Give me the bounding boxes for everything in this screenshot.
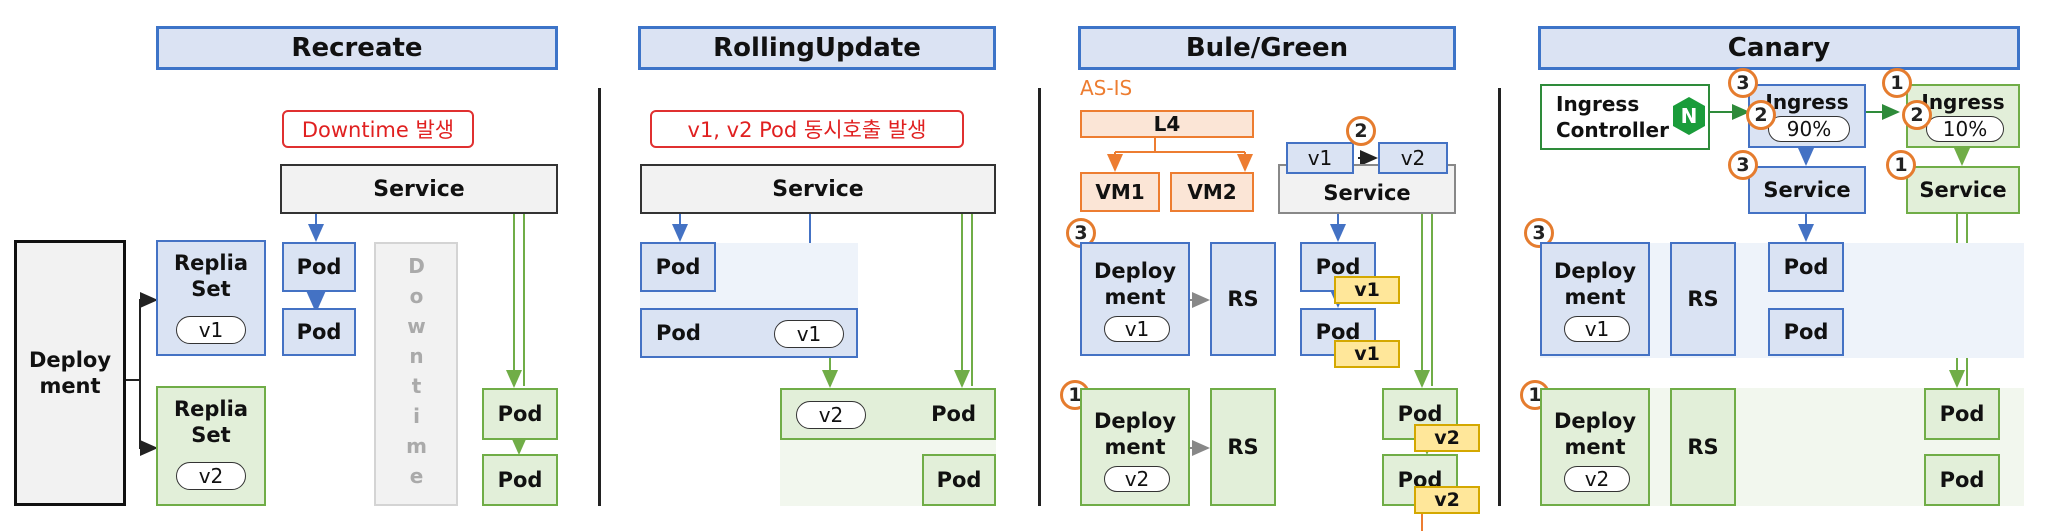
- section-title-rollingupdate: RollingUpdate: [638, 26, 996, 70]
- divider-1: [598, 88, 601, 506]
- step-badge-3: 3: [1728, 68, 1758, 98]
- step-badge-1: 1: [1886, 150, 1916, 180]
- canary-rs-v2: RS: [1670, 388, 1736, 506]
- version-pill-v2: v2: [796, 401, 866, 429]
- divider-2: [1038, 88, 1041, 506]
- canary-rs-v1: RS: [1670, 242, 1736, 356]
- bluegreen-rs-v2: RS: [1210, 388, 1276, 506]
- rolling-pod-v1-a: Pod: [640, 242, 716, 292]
- section-title-canary: Canary: [1538, 26, 2020, 70]
- canary-deployment-v1: Deploy ment v1: [1540, 242, 1650, 356]
- version-pill-v1: v1: [774, 320, 844, 348]
- bluegreen-service-v1-tab: v1: [1286, 142, 1354, 174]
- deployment-label: Deploy ment: [1553, 409, 1637, 459]
- weight-pill-90: 90%: [1768, 116, 1850, 142]
- version-pill-v1: v1: [176, 316, 246, 344]
- ingress-controller-label: Ingress Controller: [1556, 92, 1669, 142]
- l4-box: L4: [1080, 110, 1254, 138]
- replicaset-label: Replia Set: [173, 397, 248, 447]
- vm2-box: VM2: [1170, 172, 1254, 212]
- nginx-logo-letter: N: [1680, 104, 1698, 128]
- bluegreen-deployment-v2: Deploy ment v2: [1080, 388, 1190, 506]
- step-badge-3: 3: [1728, 150, 1758, 180]
- recreate-replicaset-v1: Replia Set v1: [156, 240, 266, 356]
- bluegreen-rs-v1: RS: [1210, 242, 1276, 356]
- downtime-box: Downtime: [374, 242, 458, 506]
- version-tag-v1-a: v1: [1334, 276, 1400, 304]
- version-pill-v2: v2: [1564, 466, 1630, 492]
- recreate-pod-v2-a: Pod: [482, 388, 558, 440]
- deployment-label: Deploy ment: [1093, 409, 1177, 459]
- step-badge-2: 2: [1902, 100, 1932, 130]
- section-title-recreate: Recreate: [156, 26, 558, 70]
- ingress-controller: Ingress Controller N: [1540, 84, 1710, 150]
- step-badge-2: 2: [1746, 100, 1776, 130]
- downtime-vertical-label: Downtime: [404, 254, 429, 494]
- divider-3: [1498, 88, 1501, 506]
- bluegreen-service-v2-tab: v2: [1378, 142, 1448, 174]
- recreate-pod-v1-b: Pod: [282, 308, 356, 356]
- version-pill-v2: v2: [176, 462, 246, 490]
- vm1-box: VM1: [1080, 172, 1160, 212]
- asis-label: AS-IS: [1080, 76, 1133, 100]
- version-pill-v1: v1: [1564, 316, 1630, 342]
- rolling-pod-v2-b: Pod: [922, 454, 996, 506]
- ingress-label: Ingress: [1765, 90, 1849, 114]
- canary-pod-v1-a: Pod: [1768, 242, 1844, 292]
- deployment-label: Deploy ment: [1553, 259, 1637, 309]
- recreate-service: Service: [280, 164, 558, 214]
- pod-label: Pod: [656, 321, 701, 345]
- downtime-note: Downtime 발생: [282, 110, 474, 148]
- version-pill-v1: v1: [1104, 316, 1170, 342]
- version-tag-v2-b: v2: [1414, 486, 1480, 514]
- recreate-deployment: Deploy ment: [14, 240, 126, 506]
- deployment-label: Deploy ment: [1093, 259, 1177, 309]
- rolling-service: Service: [640, 164, 996, 214]
- canary-deployment-v2: Deploy ment v2: [1540, 388, 1650, 506]
- version-tag-v2-a: v2: [1414, 424, 1480, 452]
- canary-pod-v2-b: Pod: [1924, 454, 2000, 506]
- weight-pill-10: 10%: [1926, 116, 2004, 142]
- canary-pod-v2-a: Pod: [1924, 388, 2000, 440]
- bluegreen-deployment-v1: Deploy ment v1: [1080, 242, 1190, 356]
- rolling-pod-v2-a: v2 Pod: [780, 388, 996, 440]
- section-title-bluegreen: Bule/Green: [1078, 26, 1456, 70]
- ingress-v2: Ingress 10%: [1906, 84, 2020, 148]
- pod-label: Pod: [931, 402, 976, 426]
- rolling-pod-v1-b: Pod v1: [640, 308, 858, 358]
- step-badge-2: 2: [1346, 116, 1376, 146]
- recreate-replicaset-v2: Replia Set v2: [156, 386, 266, 506]
- recreate-pod-v2-b: Pod: [482, 454, 558, 506]
- replicaset-label: Replia Set: [173, 251, 248, 301]
- nginx-logo-icon: N: [1672, 96, 1706, 136]
- canary-service-v1: Service: [1748, 166, 1866, 214]
- canary-service-v2: Service: [1906, 166, 2020, 214]
- step-badge-1: 1: [1882, 68, 1912, 98]
- ingress-label: Ingress: [1921, 90, 2005, 114]
- recreate-pod-v1-a: Pod: [282, 242, 356, 292]
- version-tag-v1-b: v1: [1334, 340, 1400, 368]
- concurrent-call-note: v1, v2 Pod 동시호출 발생: [650, 110, 964, 148]
- canary-pod-v1-b: Pod: [1768, 308, 1844, 356]
- version-pill-v2: v2: [1104, 466, 1170, 492]
